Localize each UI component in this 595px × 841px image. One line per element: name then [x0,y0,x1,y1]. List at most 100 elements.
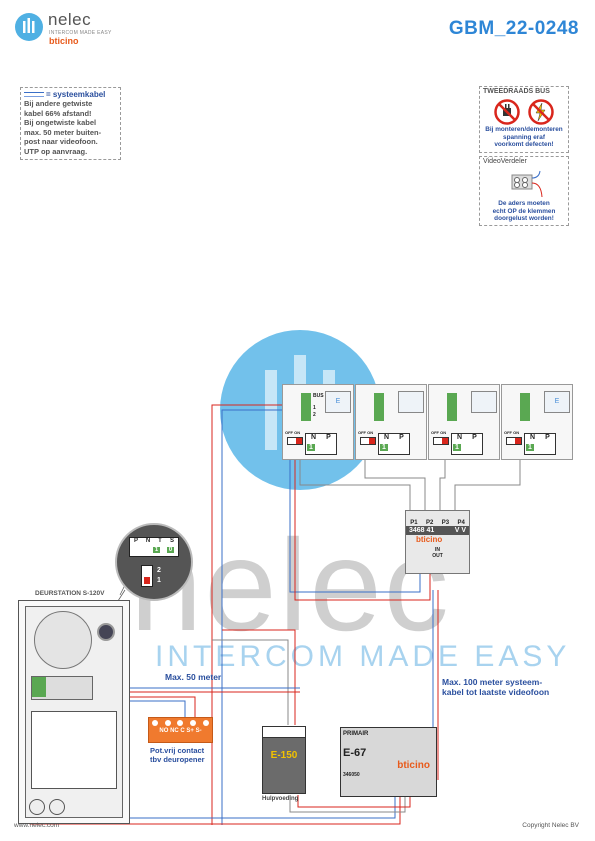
cable-legend-label: = systeemkabel [46,90,106,99]
bus-warning-title: TWEEDRAADS BUS [483,88,550,95]
cable-legend: = systeemkabel [24,90,117,99]
splitter-model-row: 3468 41 V V [406,526,469,535]
name-card-frame [31,711,117,789]
bottom-button[interactable] [49,799,65,815]
switch-knob [515,438,521,444]
max-100m-label: Max. 100 meter systeem- kabel tot laatst… [442,677,549,697]
switch-knob [296,438,302,444]
config-value: 1 [453,444,461,451]
video-monitor: OFF ON N P 1 [428,384,500,460]
splitter-note-line: De aders moeten [498,200,550,207]
monitor-screen [398,391,424,413]
screw-icon [152,720,159,726]
screw-icon [164,720,171,726]
no-plug-icon [494,99,520,125]
port-label: P1 [410,520,418,526]
max-100m-line: kabel tot laatste videofoon [442,687,550,697]
video-monitor: E OFF ON N P 1 [501,384,573,460]
cable-note: = systeemkabel Bij andere getwiste kabel… [20,87,121,160]
terminal-label: 2 [313,412,316,418]
n-label: N [310,434,317,441]
splitter-out-label: OUT [432,553,443,559]
screw-icon [190,720,197,726]
switch-knob [369,438,375,444]
system-cable-line-icon [24,92,44,97]
switch-label: OFF ON [358,430,374,435]
main-power-supply: PRIMAIR E-67 bticino 346050 [340,727,437,797]
primary-label: PRIMAIR [343,731,369,737]
contact-module: NO NC C S+ S- [148,717,213,743]
contact-label: Pot.vrij contact tbv deuropener [150,746,205,764]
n-label: N [456,434,463,441]
port-label: P3 [441,520,450,526]
max-50m-label: Max. 50 meter [165,672,222,682]
warning-line: spanning eraf [503,133,545,141]
zoom-jumper [141,565,153,587]
config-value: 1 [526,444,534,451]
logo-mark-icon [15,13,43,41]
switch-knob [442,438,448,444]
video-splitter-device: P1 P2 P3 P4 3468 41 V V bticino IN OUT [405,510,470,574]
screw-icon [202,720,209,726]
note-line: Bij ongetwiste kabel [24,118,97,127]
terminal-block [301,393,311,421]
contact-terminals: NO NC C S+ S- [159,728,202,734]
door-station-title: DEURSTATION S-120V [35,590,105,597]
speaker-grille [34,611,92,669]
footer-website[interactable]: www.nelec.com [14,822,60,829]
video-splitter-title: VideoVerdeler [483,158,527,165]
p-label: P [545,434,550,441]
terminal-block [447,393,457,421]
video-monitor: BUS 1 2 E OFF ON N P 1 [282,384,354,460]
zoom-value: 0 [167,547,174,553]
call-button[interactable] [29,799,45,815]
aux-psu-name: E-150 [270,750,298,761]
note-line: post naar videofoon. [24,137,98,146]
terminal-label: BUS [313,393,324,399]
dip-switch[interactable] [287,437,303,445]
switch-label: OFF ON [504,430,520,435]
splitter-model: 3468 41 [409,527,435,534]
splitter-brand: bticino [416,535,443,544]
terminal-block [374,393,384,421]
zoom-value: 1 [153,547,160,553]
bus-warning-box: TWEEDRAADS BUS Bij monteren/demonteren s… [479,86,569,153]
brand-logo: nelec INTERCOM MADE EASY bticino [14,10,114,46]
jumper-pin [144,577,150,584]
splitter-note-line: echt OP de klemmen [492,207,556,215]
splitter-vv: V V [454,527,466,534]
screw-icon [177,720,184,726]
partner-logo: bticino [49,36,79,46]
config-value: 1 [307,444,315,451]
note-line: UTP op aanvraag. [24,146,88,156]
zoom-row-label: 2 [157,567,161,574]
footer-copyright: Copyright Nelec BV [522,822,579,829]
port-label: P4 [457,520,465,526]
watermark-tagline: INTERCOM MADE EASY [155,640,571,673]
brand-name: nelec [48,10,92,29]
contact-label-line: tbv deuropener [150,755,205,764]
splitter-terminal-icon [511,170,543,197]
port-label: P2 [425,520,434,526]
zoom-detail: P N T S 1 0 2 1 [115,523,193,601]
splitter-note-line: doorgelust worden! [494,215,554,222]
door-terminal-block [31,676,93,700]
splitter-in-label: IN [435,547,440,553]
monitor-screen [471,391,497,413]
monitor-screen: E [325,391,351,413]
n-label: N [529,434,536,441]
splitter-ports: P1 P2 P3 P4 [406,520,469,526]
contact-label-line: Pot.vrij contact [150,746,205,755]
note-line: kabel 66% afstand! [24,108,92,118]
contact-screws [149,718,212,726]
aux-psu-label: Hulpvoeding [262,796,299,802]
main-psu-code: 346050 [343,772,360,778]
dip-switch[interactable] [433,437,449,445]
video-splitter-text: De aders moeten echt OP de klemmen doorg… [480,200,568,223]
monitor-screen: E [544,391,570,413]
n-label: N [383,434,390,441]
camera-icon [97,623,115,641]
dip-switch[interactable] [360,437,376,445]
dip-switch[interactable] [506,437,522,445]
